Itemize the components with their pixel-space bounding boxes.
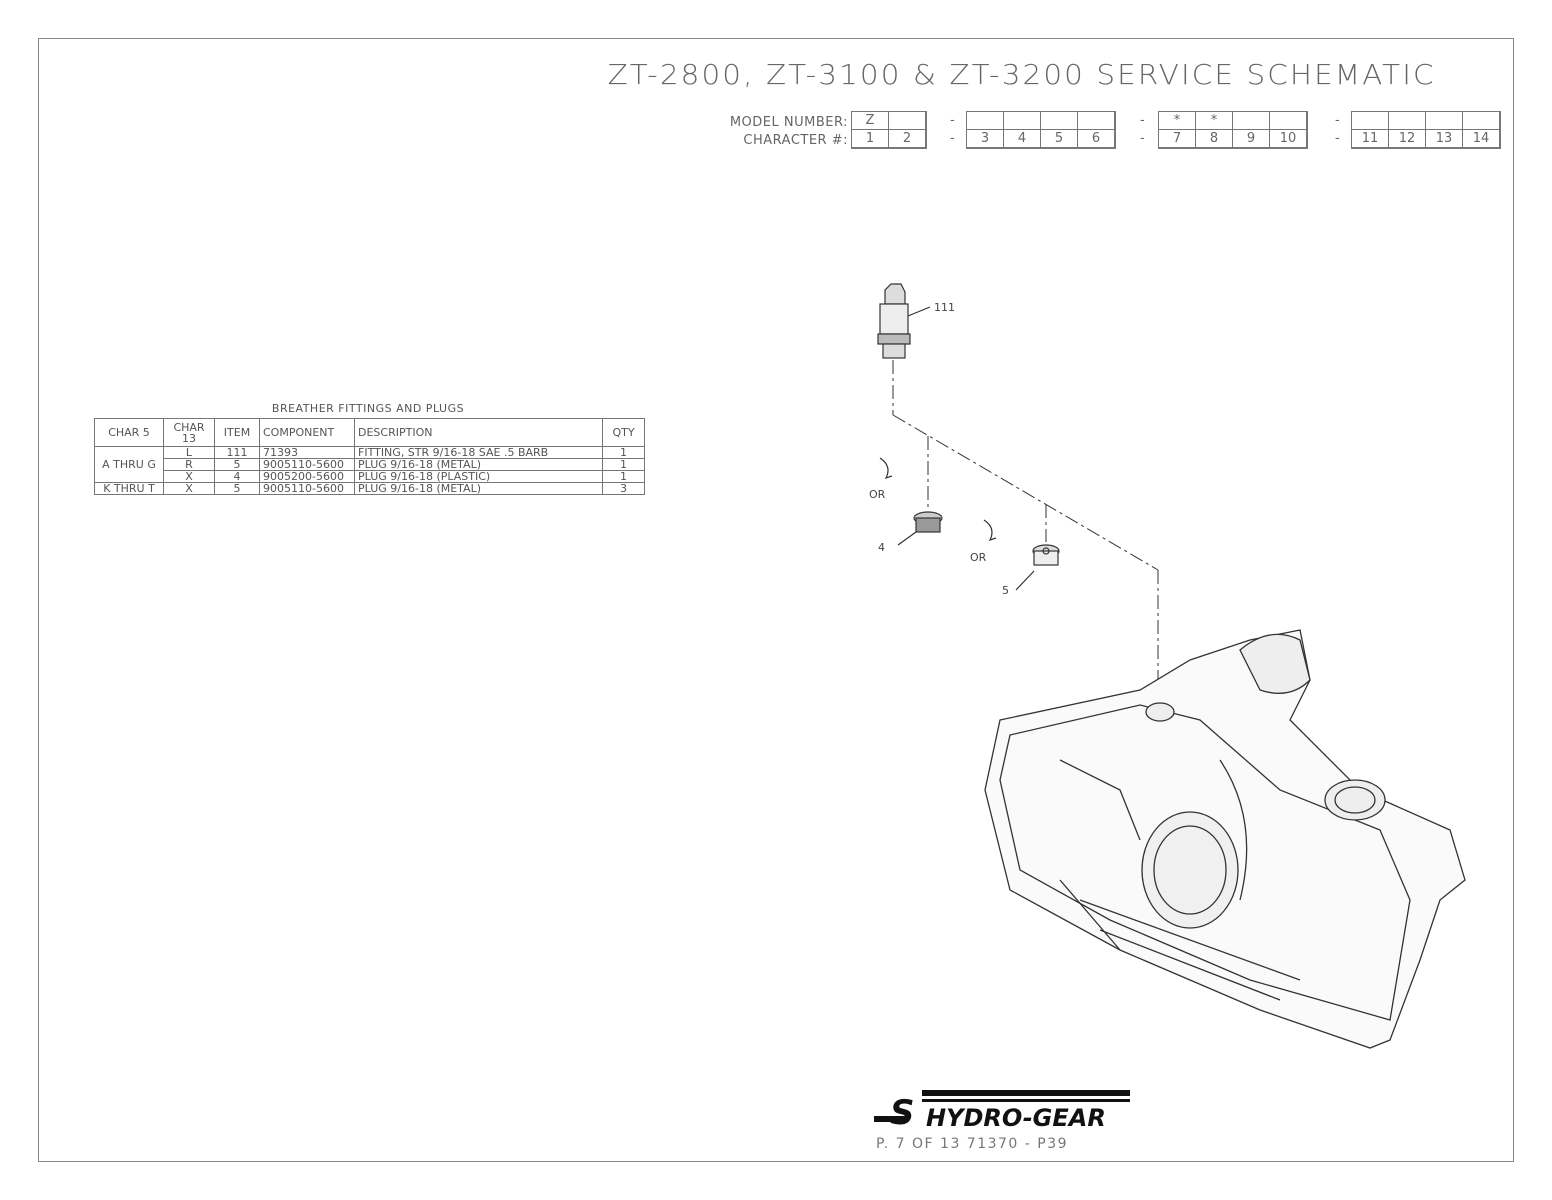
model-value-cell (1041, 112, 1078, 130)
model-value-cell (1463, 112, 1500, 130)
callout-4: 4 (878, 541, 885, 554)
character-number-cell: 5 (1041, 130, 1078, 148)
character-number-cell: 2 (889, 130, 926, 148)
table-header-row: CHAR 5 CHAR 13 ITEM COMPONENT DESCRIPTIO… (94, 418, 645, 447)
plastic-plug-4 (897, 511, 943, 546)
header-component: COMPONENT (259, 418, 355, 447)
separator-dash: - (1335, 113, 1340, 128)
model-value-cell (1270, 112, 1307, 130)
model-value-cell (1004, 112, 1041, 130)
page-footer: P. 7 OF 13 71370 - P39 (876, 1136, 1069, 1152)
model-number-label: MODEL NUMBER: (729, 115, 848, 130)
or-label: OR (869, 488, 886, 501)
model-value-cell (889, 112, 926, 130)
model-value-cell (1426, 112, 1463, 130)
header-description: DESCRIPTION (354, 418, 603, 447)
character-number-cell: 9 (1233, 130, 1270, 148)
callout-5: 5 (1002, 584, 1009, 597)
character-number-cell: 3 (967, 130, 1004, 148)
separator-dash: - (950, 113, 955, 128)
or-label: OR (970, 551, 987, 564)
rotate-arrow-icon (983, 519, 997, 542)
model-value-cell (967, 112, 1004, 130)
character-number-cell: 4 (1004, 130, 1041, 148)
page-title: ZT-2800, ZT-3100 & ZT-3200 SERVICE SCHEM… (607, 58, 1436, 91)
callout-111: 111 (934, 301, 955, 314)
metal-plug-5 (1015, 544, 1060, 591)
character-number-cell: 13 (1426, 130, 1463, 148)
hydro-gear-logo: S HYDRO-GEAR (872, 1088, 1142, 1138)
description-cell: PLUG 9/16-18 (METAL) (354, 482, 603, 495)
separator-dash: - (1140, 131, 1145, 146)
character-number-cell: 1 (852, 130, 889, 148)
character-number-cell: 14 (1463, 130, 1500, 148)
component-cell: 9005110-5600 (259, 482, 355, 495)
qty-cell: 3 (602, 482, 645, 495)
separator-dash: - (1335, 131, 1340, 146)
parts-table: CHAR 5 CHAR 13 ITEM COMPONENT DESCRIPTIO… (94, 418, 645, 495)
model-value-cell: * (1159, 112, 1196, 130)
separator-dash: - (1140, 113, 1145, 128)
model-value-cell (1389, 112, 1426, 130)
svg-text:S: S (890, 1093, 915, 1133)
table-title: BREATHER FITTINGS AND PLUGS (271, 402, 465, 415)
character-number-cell: 11 (1352, 130, 1389, 148)
header-char13: CHAR 13 (163, 418, 215, 447)
character-number-cell: 8 (1196, 130, 1233, 148)
character-number-label: CHARACTER #: (743, 133, 848, 148)
table-row: K THRU T X 5 9005110-5600 PLUG 9/16-18 (… (94, 482, 645, 495)
page-border (38, 38, 1514, 1162)
model-value-cell (1233, 112, 1270, 130)
transaxle-housing (984, 629, 1466, 1049)
rotate-arrow-icon (879, 457, 893, 480)
model-value-cell (1078, 112, 1115, 130)
header-char5: CHAR 5 (94, 418, 164, 447)
char5-cell: K THRU T (94, 482, 164, 495)
model-value-cell (1352, 112, 1389, 130)
breather-fitting-111 (877, 283, 931, 359)
character-number-cell: 6 (1078, 130, 1115, 148)
character-number-cell: 10 (1270, 130, 1307, 148)
table-row: X 4 9005200-5600 PLUG 9/16-18 (PLASTIC) … (95, 470, 645, 483)
character-number-cell: 7 (1159, 130, 1196, 148)
character-number-cell: 12 (1389, 130, 1426, 148)
header-item: ITEM (214, 418, 260, 447)
separator-dash: - (950, 131, 955, 146)
model-value-cell: Z (852, 112, 889, 130)
logo-text: HYDRO-GEAR (926, 1104, 1106, 1132)
model-value-cell: * (1196, 112, 1233, 130)
